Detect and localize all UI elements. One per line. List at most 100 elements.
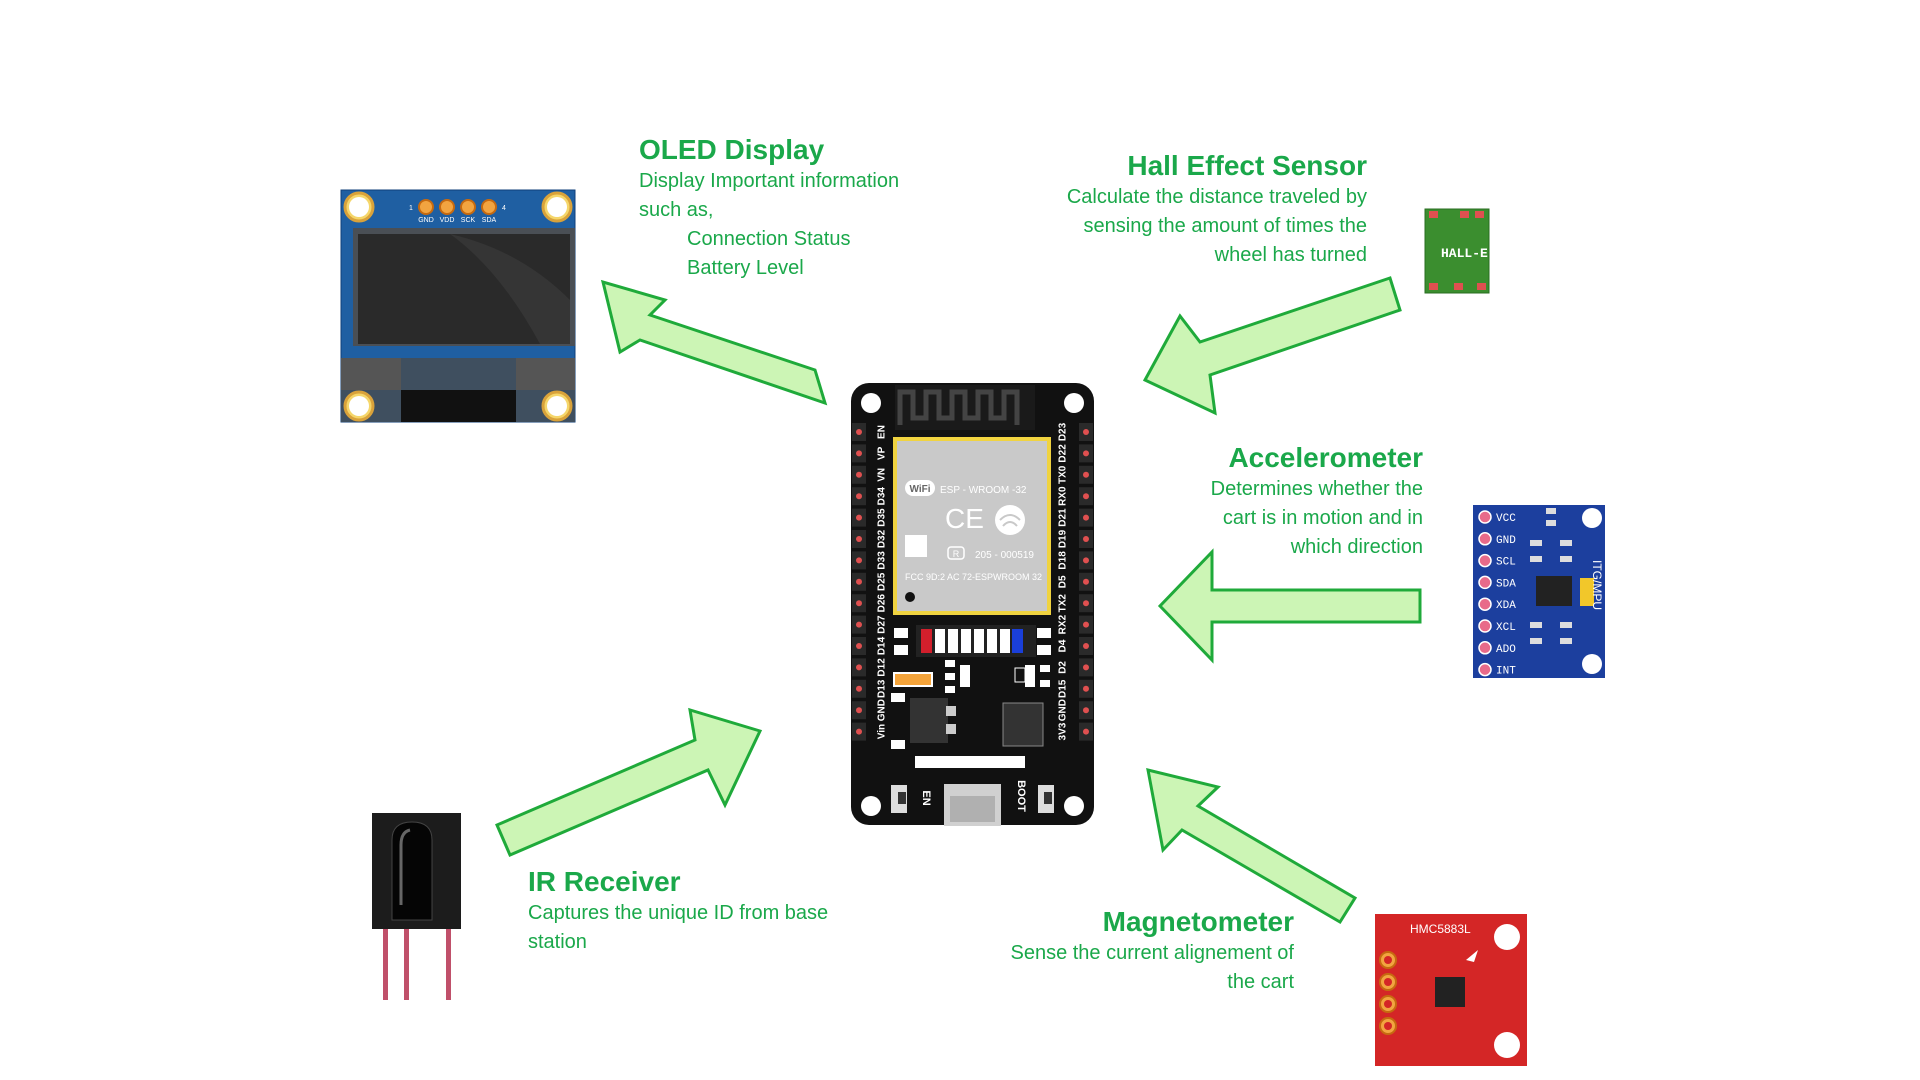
accelerometer-label-group: Accelerometer Determines whether the car… [1211,441,1423,562]
esp-left-pin-label: VP [877,446,888,460]
ir-title: IR Receiver [528,866,681,897]
mpu-pin [1478,597,1492,611]
accelerometer-title: Accelerometer [1228,442,1423,473]
esp-left-pin-label: D12 [877,658,888,677]
esp-left-pin-label: EN [877,425,888,439]
module-name: ESP - WROOM -32 [940,485,1027,496]
oled-desc-line1: Display Important information [639,170,900,192]
hall-label-group: Hall Effect Sensor Calculate the distanc… [1067,149,1367,270]
oled-pin-num-1: 1 [409,205,413,212]
arrow-to-esp [495,707,763,857]
oled-pin-num-4: 4 [502,205,506,212]
mpu-pin [1478,553,1492,568]
esp-left-pin-label: GND [877,699,888,721]
esp-right-pin-label: RX0 [1058,486,1069,506]
mpu-pin [1478,510,1492,524]
mpu-pin-label: GND [1496,535,1516,547]
esp-right-pin-label: D23 [1058,422,1069,441]
magnetometer-module: HMC5883L [1375,914,1527,1066]
hall-desc-line3: wheel has turned [1214,244,1367,266]
hall-desc-line1: Calculate the distance traveled by [1066,186,1367,208]
r-mark: R [953,549,960,559]
module-cert: 205 - 000519 [975,550,1034,561]
mpu-pin-label: XCL [1496,622,1516,634]
oled-label-group: OLED Display Display Important informati… [639,133,899,283]
esp-right-pin-label: D22 [1058,444,1069,463]
accelerometer-desc-line2: cart is in motion and in [1222,507,1423,529]
esp-left-pin-label: D13 [877,679,888,698]
oled-desc-line3: Connection Status [687,228,851,250]
esp-right-pin-label: GND [1058,699,1069,721]
esp-left-pin-label: D26 [877,594,888,613]
esp-right-pin-label: D5 [1058,575,1069,588]
mpu-pin-label: XDA [1496,600,1516,612]
esp-left-pin-label: D34 [877,487,888,506]
esp-right-pin-label: TX0 [1058,465,1069,484]
oled-pin-gnd: GND [418,217,434,224]
oled-desc-line2: such as, [639,199,714,221]
oled-pin-vdd: VDD [440,217,455,224]
accelerometer-module: VCC GND SCL SDA XDA XCL ADO INT ITG/MPU [1473,505,1605,678]
mpu-pin [1478,641,1492,655]
accelerometer-board-label: ITG/MPU [1590,560,1604,610]
ir-receiver-module [372,813,461,1000]
ce-mark: CE [945,503,984,534]
esp-right-pin-label: D18 [1058,551,1069,570]
magnetometer-label-group: Magnetometer Sense the current alignemen… [1010,905,1294,997]
oled-title: OLED Display [639,134,825,165]
mpu-pin [1478,575,1492,590]
esp-right-pin-label: TX2 [1058,594,1069,613]
hall-chip-label: HALL-E [1441,246,1488,261]
mpu-pin [1478,619,1492,633]
esp-left-pin-label: D25 [877,572,888,591]
ir-desc-line1: Captures the unique ID from base [528,902,829,924]
accelerometer-desc-line3: which direction [1290,536,1423,558]
esp-right-pin-label: D21 [1058,508,1069,527]
magnetometer-board-label: HMC5883L [1410,922,1471,936]
oled-pin-sck: SCK [461,217,476,224]
esp-left-pin-label: D35 [877,508,888,527]
esp-right-pin-label: D15 [1058,679,1069,698]
arrows [495,276,1422,925]
mpu-pin [1478,532,1492,546]
mpu-pin-label: INT [1496,666,1516,678]
mpu-pin-label: VCC [1496,513,1516,525]
ir-label-group: IR Receiver Captures the unique ID from … [528,865,828,957]
module-fcc: FCC 9D:2 AC 72-ESPWROOM 32 [905,572,1042,582]
mpu-pin [1478,662,1492,677]
arrow-from-accel [1157,548,1422,664]
arrow-to-oled [600,279,828,406]
esp-left-pin-label: D27 [877,615,888,634]
hall-effect-sensor-module: HALL-E [1424,208,1490,294]
esp-right-pin-label: 3V3 [1058,722,1069,740]
oled-desc-line4: Battery Level [687,257,804,279]
mpu-pin-label: SCL [1496,557,1516,569]
esp-right-pin-label: D2 [1058,661,1069,674]
arrow-from-hall [1142,276,1402,416]
esp32-board: ENVPVND34D35D32D33D25D26D27D14D12D13GNDV… [851,383,1094,826]
boot-button-label: BOOT [1015,780,1027,812]
esp-right-pin-label: D19 [1058,529,1069,548]
wifi-logo: WiFi [909,484,930,495]
esp-left-pin-label: D32 [877,529,888,548]
esp-right-pin-label: RX2 [1058,614,1069,634]
esp-left-pin-label: Vin [877,724,888,739]
magnetometer-desc-line1: Sense the current alignement of [1010,942,1294,964]
esp-left-pin-label: VN [877,468,888,482]
accelerometer-desc-line1: Determines whether the [1210,478,1423,500]
hall-desc-line2: sensing the amount of times the [1083,215,1368,237]
esp-left-pin-label: D14 [877,636,888,655]
hall-title: Hall Effect Sensor [1127,150,1367,181]
ir-desc-line2: station [528,931,587,953]
mpu-pin-label: ADO [1496,644,1516,656]
mpu-pin-label: SDA [1496,578,1516,590]
arrow-from-mag [1146,767,1358,925]
magnetometer-desc-line2: the cart [1227,971,1294,993]
en-button-label: EN [920,790,932,805]
esp-right-pin-label: D4 [1058,639,1069,652]
oled-pin-sda: SDA [482,217,497,224]
esp-left-pin-label: D33 [877,551,888,570]
magnetometer-title: Magnetometer [1102,906,1294,937]
oled-display-module: 1 4 GND VDD SCK SDA [340,189,576,423]
